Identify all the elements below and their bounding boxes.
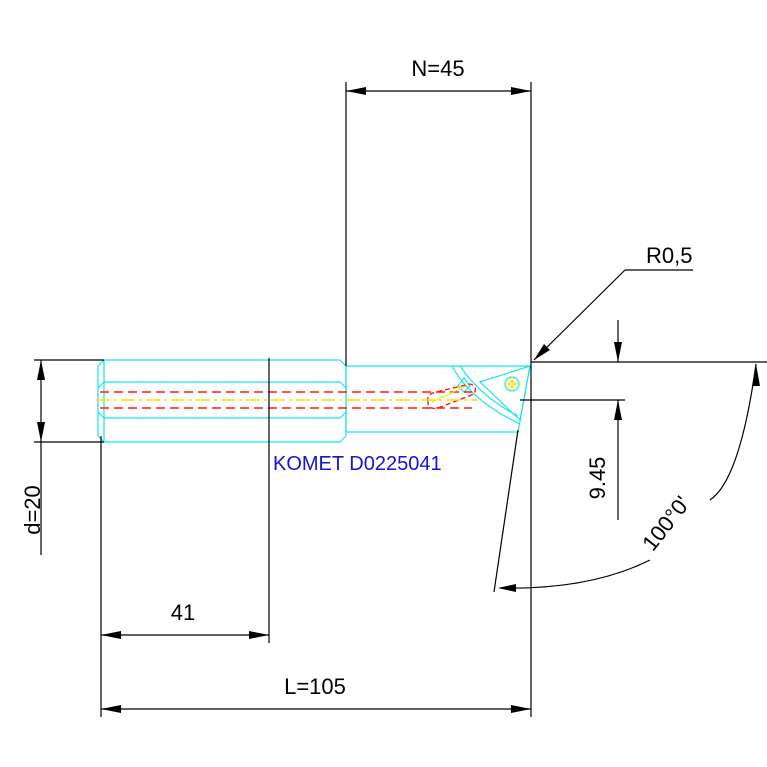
dimension-angle-label: 100°0' — [637, 491, 695, 555]
dimension-length-label: L=105 — [284, 674, 346, 699]
dimension-diameter-label: d=20 — [20, 485, 45, 535]
dimension-radius: R0,5 — [533, 243, 693, 361]
dimension-diameter: d=20 — [20, 359, 104, 555]
dimension-n-label: N=45 — [411, 56, 464, 81]
dimension-n: N=45 — [345, 56, 532, 717]
dimension-height: 9.45 — [520, 320, 767, 520]
center-line — [96, 385, 478, 403]
tool-body — [97, 359, 531, 443]
coolant-channel — [100, 383, 477, 410]
part-label: KOMET D0225041 — [273, 453, 442, 475]
dimension-shank: 41 — [100, 358, 270, 717]
dimension-shank-label: 41 — [171, 600, 195, 625]
dimension-radius-label: R0,5 — [646, 243, 692, 268]
dimension-height-label: 9.45 — [585, 457, 610, 500]
dimension-angle: 100°0' — [493, 363, 760, 593]
dimension-length: L=105 — [101, 674, 531, 713]
